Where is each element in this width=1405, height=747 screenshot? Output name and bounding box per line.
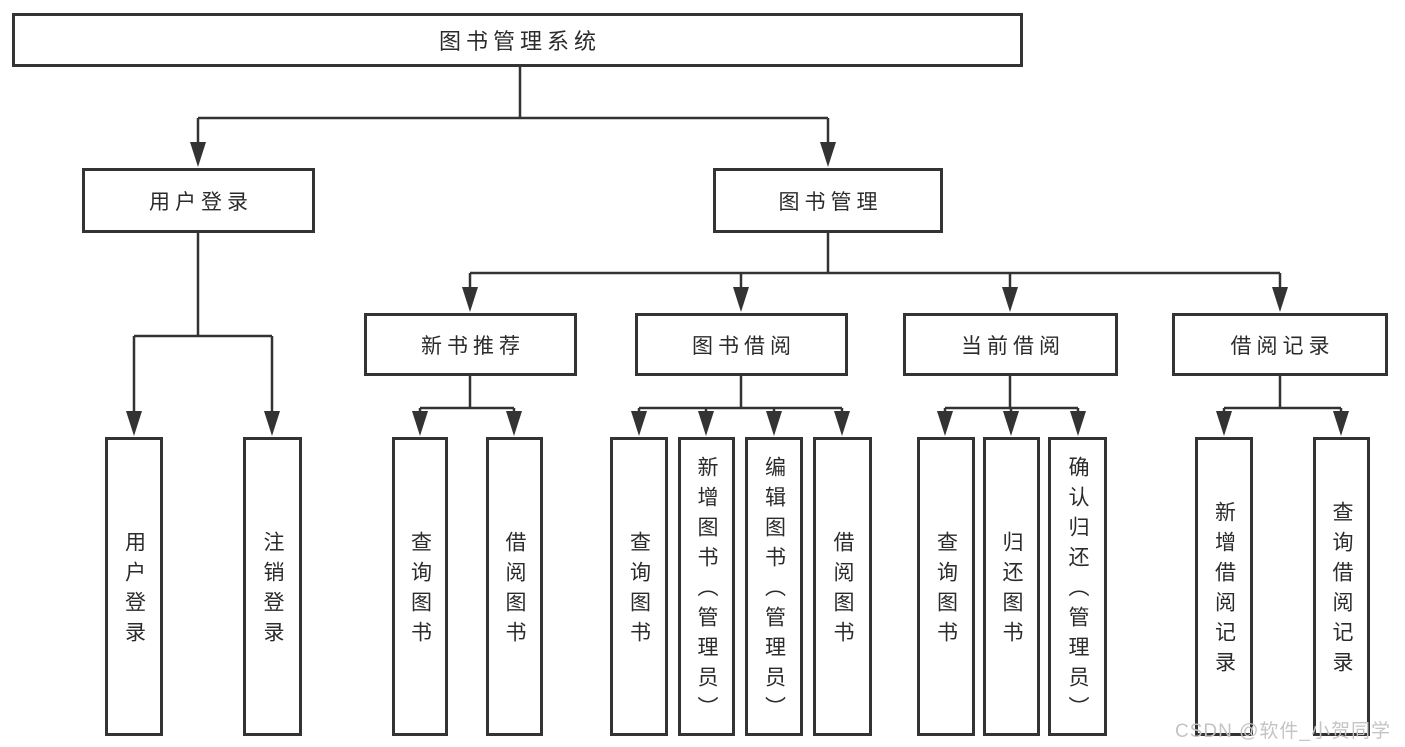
node-root: 图书管理系统 [12, 13, 1023, 67]
leaf-query-borrow-record: 查询借阅记录 [1313, 437, 1370, 736]
leaf-return-book: 归还图书 [983, 437, 1040, 736]
node-new-book-recommend: 新书推荐 [364, 313, 577, 376]
csdn-watermark: CSDN @软件_小贺同学 [1175, 721, 1391, 742]
leaf-borrow-books: 借阅图书 [813, 437, 872, 736]
arrowheads [126, 142, 1349, 436]
leaf-logout: 注销登录 [243, 437, 302, 736]
leaf-add-borrow-record: 新增借阅记录 [1195, 437, 1253, 736]
node-book-borrow: 图书借阅 [635, 313, 848, 376]
leaf-query-books-recommend: 查询图书 [392, 437, 448, 736]
node-book-management: 图书管理 [713, 168, 943, 233]
leaf-borrow-books-recommend: 借阅图书 [486, 437, 543, 736]
leaf-confirm-return-admin: 确认归还（管理员） [1048, 437, 1107, 736]
leaf-user-login: 用户登录 [105, 437, 163, 736]
leaf-add-book-admin: 新增图书（管理员） [678, 437, 735, 736]
node-user-login: 用户登录 [82, 168, 315, 233]
node-current-borrow: 当前借阅 [903, 313, 1118, 376]
leaf-edit-book-admin: 编辑图书（管理员） [745, 437, 803, 736]
node-borrow-records: 借阅记录 [1172, 313, 1388, 376]
leaf-query-books-borrow: 查询图书 [610, 437, 668, 736]
leaf-query-books-current: 查询图书 [917, 437, 975, 736]
